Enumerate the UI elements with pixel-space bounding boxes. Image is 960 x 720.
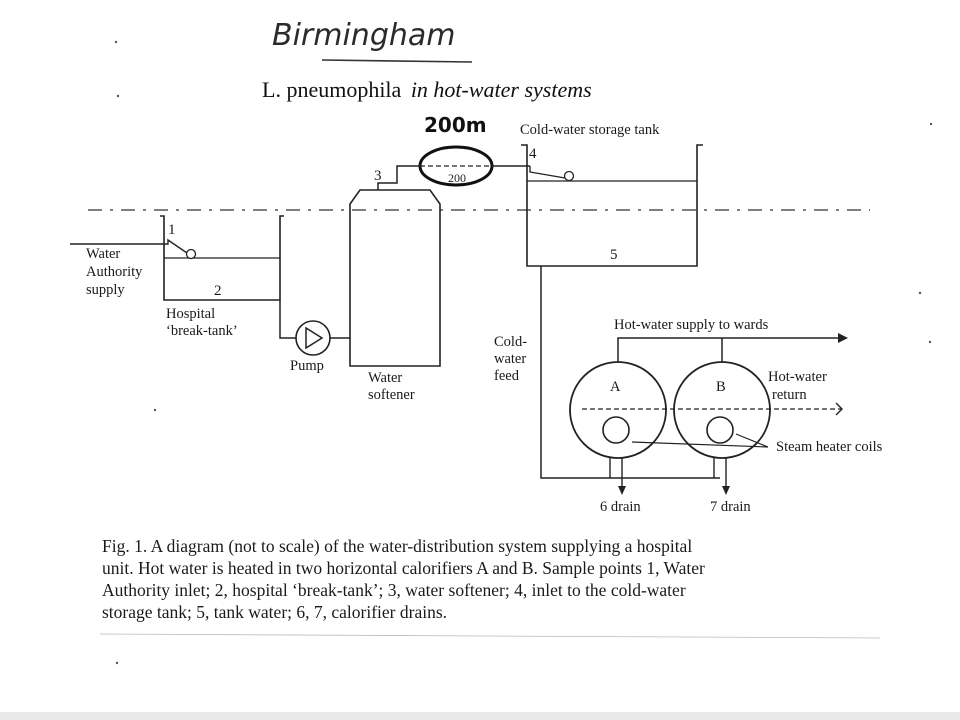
scan-speck bbox=[928, 340, 932, 344]
scan-bottom-edge bbox=[0, 712, 960, 720]
handwritten-underline bbox=[321, 59, 473, 63]
water-softener-label-2: softener bbox=[368, 387, 415, 403]
sample-point-1: 1 bbox=[168, 222, 176, 238]
caption-line-4: storage tank; 5, tank water; 6, 7, calor… bbox=[102, 602, 448, 622]
cold-water-feed-pipe bbox=[540, 266, 720, 479]
hot-water-supply-label: Hot-water supply to wards bbox=[614, 317, 769, 333]
sample-point-2: 2 bbox=[214, 283, 222, 299]
cold-water-feed-label-3: feed bbox=[494, 368, 520, 384]
storage-float-valve bbox=[529, 166, 566, 179]
water-authority-supply-label-1: Water bbox=[86, 246, 120, 262]
scan-speck bbox=[929, 122, 933, 126]
caption-line-2: unit. Hot water is heated in two horizon… bbox=[102, 558, 705, 578]
break-tank-label-1: Hospital bbox=[166, 306, 215, 322]
break-tank-outlet-pipe bbox=[279, 300, 296, 339]
cold-water-feed-label-2: water bbox=[494, 351, 526, 367]
hot-water-return-label-1: Hot-water bbox=[768, 369, 827, 385]
scan-underline bbox=[99, 633, 881, 639]
drain-7-arrow bbox=[722, 486, 730, 495]
calorifier-a bbox=[569, 361, 667, 459]
softener-outlet-pipe bbox=[377, 165, 420, 190]
hot-water-return-label-2: return bbox=[772, 387, 807, 403]
hot-water-supply-arrow bbox=[838, 333, 848, 343]
cold-water-feed-label-1: Cold- bbox=[494, 334, 527, 350]
steam-coil-a bbox=[602, 416, 630, 444]
storage-float-ball bbox=[563, 170, 575, 182]
steam-coil-pointer-a bbox=[631, 441, 769, 448]
caption-line-3: Authority inlet; 2, hospital ‘break-tank… bbox=[102, 580, 686, 600]
scan-speck bbox=[114, 40, 118, 44]
scan-speck bbox=[153, 408, 157, 412]
cold-water-storage-tank bbox=[521, 144, 703, 267]
break-tank-label-2: ‘break-tank’ bbox=[166, 323, 238, 339]
handwritten-location: Birmingham bbox=[272, 18, 456, 53]
drain-6-label: 6 drain bbox=[600, 499, 641, 515]
scan-speck bbox=[115, 661, 119, 665]
pump bbox=[295, 320, 331, 356]
handwritten-distance: 200m bbox=[424, 113, 487, 137]
water-softener-label-1: Water bbox=[368, 370, 402, 386]
scan-speck bbox=[116, 94, 120, 98]
pump-label: Pump bbox=[290, 358, 324, 374]
caption-line-1: Fig. 1. A diagram (not to scale) of the … bbox=[102, 536, 693, 556]
steam-coil-pointer-b bbox=[735, 433, 769, 448]
scan-speck bbox=[918, 291, 922, 295]
steam-coil-b bbox=[706, 416, 734, 444]
authority-supply-pipe bbox=[70, 238, 188, 254]
sample-point-5: 5 bbox=[610, 247, 618, 263]
calorifier-a-label: A bbox=[610, 379, 621, 395]
steam-heater-coils-label: Steam heater coils bbox=[776, 439, 883, 455]
hot-water-supply-pipe bbox=[617, 337, 844, 362]
cold-water-storage-tank-label: Cold-water storage tank bbox=[520, 122, 660, 138]
water-authority-supply-label-3: supply bbox=[86, 282, 125, 298]
water-softener bbox=[349, 189, 441, 367]
sample-point-4: 4 bbox=[529, 146, 537, 162]
calorifier-b-label: B bbox=[716, 379, 726, 395]
pump-symbol bbox=[305, 326, 324, 350]
drain-7-label: 7 drain bbox=[710, 499, 751, 515]
drain-6-arrow bbox=[618, 486, 626, 495]
calorifier-b bbox=[673, 361, 771, 459]
figure-caption: Fig. 1. A diagram (not to scale) of the … bbox=[102, 535, 872, 623]
water-authority-supply-label-2: Authority bbox=[86, 264, 143, 280]
page-title: L. pneumophila in hot-water systems bbox=[262, 77, 592, 102]
handwritten-distance-small: 200 bbox=[448, 171, 466, 185]
break-tank-float-ball bbox=[185, 248, 197, 260]
hot-water-return-arrow bbox=[835, 402, 843, 416]
sample-point-3: 3 bbox=[374, 168, 382, 184]
hospital-break-tank bbox=[160, 215, 284, 301]
